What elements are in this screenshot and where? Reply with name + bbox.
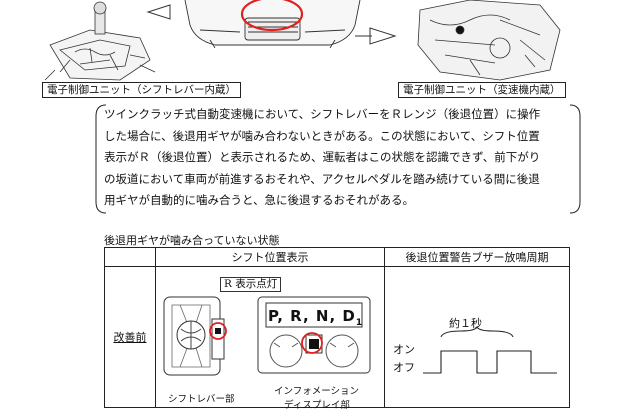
description-line: の坂道において車両が前進するおそれや、アクセルペダルを踏み続けている間に後退: [104, 171, 540, 186]
table-caption: 後退用ギヤが噛み合っていない状態: [104, 234, 280, 247]
info-display-panel: [257, 296, 371, 374]
info-caption-2: ディスプレイ部: [284, 400, 350, 411]
shift-lever-panel: [163, 296, 227, 376]
arrow-left-icon: [146, 4, 171, 20]
shift-display-cell: R 表示点灯 P, R, N, D: [155, 266, 385, 411]
car-illustration: [184, 0, 361, 49]
left-unit-label: 電子制御ユニット（シフトレバー内蔵）: [42, 82, 241, 98]
prnd-display: P, R, N, D1: [268, 307, 363, 328]
info-caption-1: インフォメーション: [274, 386, 360, 397]
description-line: 用ギヤが自動的に噛み合うと、急に後退するおそれがある。: [104, 193, 415, 207]
row-label-before: 改善前: [104, 266, 156, 408]
lever-caption: シフトレバー部: [168, 394, 235, 405]
comparison-table: シフト位置表示 後退位置警告ブザー放鳴周期 改善前 R 表示点灯: [104, 247, 570, 411]
off-label: オフ: [393, 361, 415, 374]
prnd-subscript: 1: [355, 318, 364, 328]
empty-header-cell: [104, 247, 156, 267]
buzzer-waveform: [423, 325, 557, 374]
on-label: オン: [393, 343, 415, 356]
description-line: 表示がＲ（後退位置）と表示されるため、運転者はこの状態を認識できず、前下がり: [104, 150, 541, 164]
r-lamp-label: R 表示点灯: [220, 277, 282, 292]
buzzer-cell: 約１秒 オン オフ: [384, 266, 570, 408]
header-shift-display: シフト位置表示: [155, 247, 385, 267]
transmission-illustration: [417, 0, 561, 81]
header-buzzer-period: 後退位置警告ブザー放鳴周期: [384, 247, 570, 267]
shift-lever-unit-illustration: [44, 1, 156, 81]
top-illustrations: [44, 0, 561, 81]
right-unit-label: 電子制御ユニット（変速機内蔵）: [398, 82, 566, 98]
description-text: ツインクラッチ式自動変速機において、シフトレバーをＲレンジ（後退位置）に操作 し…: [104, 104, 569, 216]
arrow-right-icon: [369, 27, 397, 45]
description-line: ツインクラッチ式自動変速機において、シフトレバーをＲレンジ（後退位置）に操作: [104, 107, 541, 121]
prnd-text: P, R, N, D: [268, 307, 356, 325]
description-line: した場合に、後退用ギヤが噛み合わないときがある。この状態において、シフト位置: [104, 128, 540, 143]
description-frame: [95, 104, 581, 214]
period-label: 約１秒: [449, 317, 482, 330]
